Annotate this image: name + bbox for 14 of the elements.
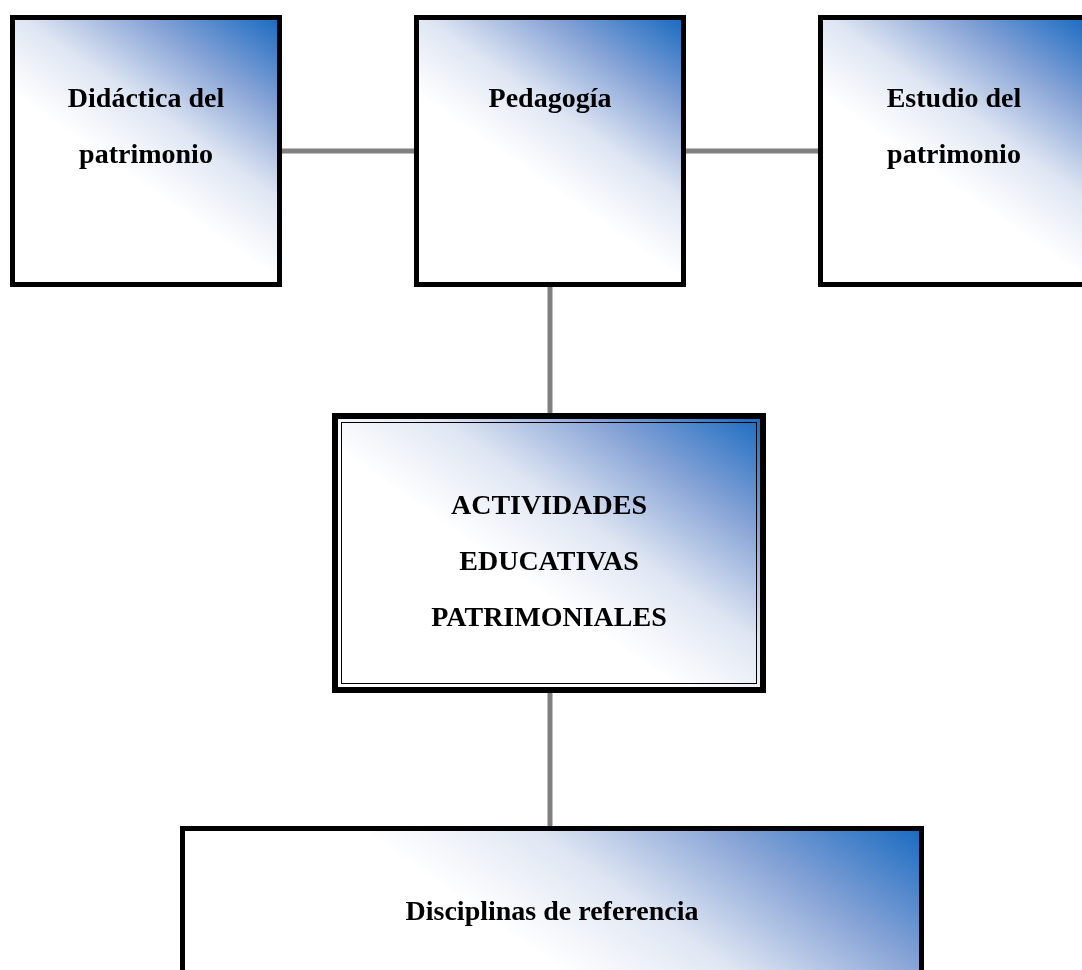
- connector-line: [282, 148, 414, 154]
- box-label: Pedagogía: [487, 81, 613, 115]
- box-label: Disciplinas de referencia: [404, 894, 700, 928]
- connector-line: [547, 287, 553, 413]
- box-label: Didáctica del patrimonio: [66, 81, 226, 171]
- connector-line: [686, 148, 818, 154]
- concept-box: [818, 15, 1082, 287]
- concept-box: [414, 15, 686, 287]
- box-label: ACTIVIDADES EDUCATIVAS PATRIMONIALES: [430, 488, 668, 634]
- connector-line: [547, 693, 553, 826]
- concept-box: [10, 15, 282, 287]
- box-label: Estudio del patrimonio: [885, 81, 1023, 171]
- concept-box: [332, 413, 766, 693]
- concept-box: [180, 826, 924, 970]
